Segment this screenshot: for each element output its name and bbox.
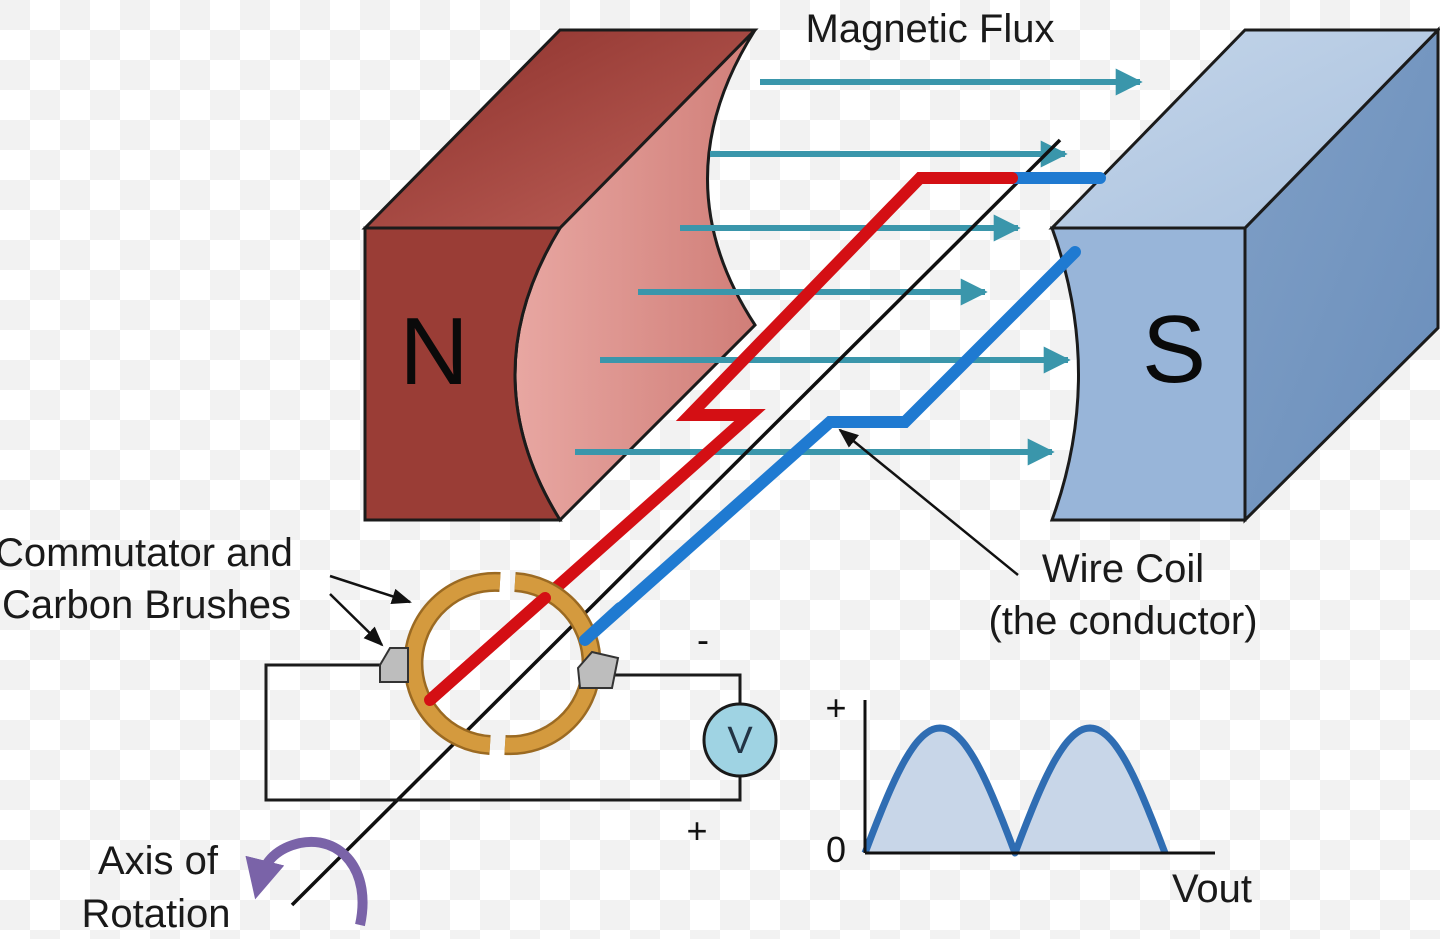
commutator	[379, 571, 620, 756]
commutator-callout-arrow	[329, 574, 412, 605]
graph-zero-tick: 0	[826, 829, 846, 870]
circuit-wire-left	[264, 663, 742, 802]
commutator-segment-left-face	[405, 574, 501, 753]
coil-conductor-red	[424, 172, 1018, 706]
south-magnet: S	[1048, 26, 1440, 524]
rotation-arrow	[245, 836, 368, 927]
wire-coil-label-line2: (the conductor)	[988, 599, 1257, 643]
callout-arrows	[329, 428, 1019, 647]
terminal-minus: -	[697, 619, 709, 660]
brush-callout-arrow	[329, 593, 384, 647]
flux-arrows	[575, 68, 1143, 466]
commutator-label-line2: Carbon Brushes	[2, 583, 291, 627]
voltmeter-dial	[702, 702, 778, 778]
terminal-plus: +	[686, 810, 707, 851]
magnetic-flux-label: Magnetic Flux	[806, 7, 1055, 51]
carbon-brush-left	[379, 647, 409, 683]
axis-label-line1: Axis of	[98, 839, 219, 883]
graph-plus-tick: +	[825, 687, 846, 728]
voltmeter: V	[702, 702, 778, 778]
wire-coil	[424, 172, 1106, 706]
wire-coil-label-line1: Wire Coil	[1042, 547, 1204, 591]
coil-lead-blue	[579, 602, 626, 646]
north-magnet-front	[363, 226, 563, 522]
output-waveform-graph: + 0 Vout	[825, 687, 1252, 911]
circuit-wire-right	[605, 673, 742, 708]
voltmeter-label: V	[727, 720, 753, 762]
coil-conductor-blue	[579, 246, 1081, 646]
south-magnet-face	[1049, 226, 1247, 522]
south-pole-label: S	[1142, 296, 1206, 403]
wire-coil-callout-arrow	[838, 428, 1019, 576]
carbon-brush-right	[576, 650, 620, 689]
external-circuit	[264, 663, 742, 802]
north-pole-label: N	[399, 298, 468, 405]
rotation-axis	[290, 138, 1062, 907]
graph-vout-label: Vout	[1172, 867, 1252, 911]
north-magnet: N	[361, 28, 759, 523]
waveform-fill	[865, 728, 1165, 853]
coil-lead-red	[424, 592, 551, 706]
commutator-label-line1: Commutator and	[0, 531, 293, 575]
axis-label-line2: Rotation	[82, 892, 231, 936]
